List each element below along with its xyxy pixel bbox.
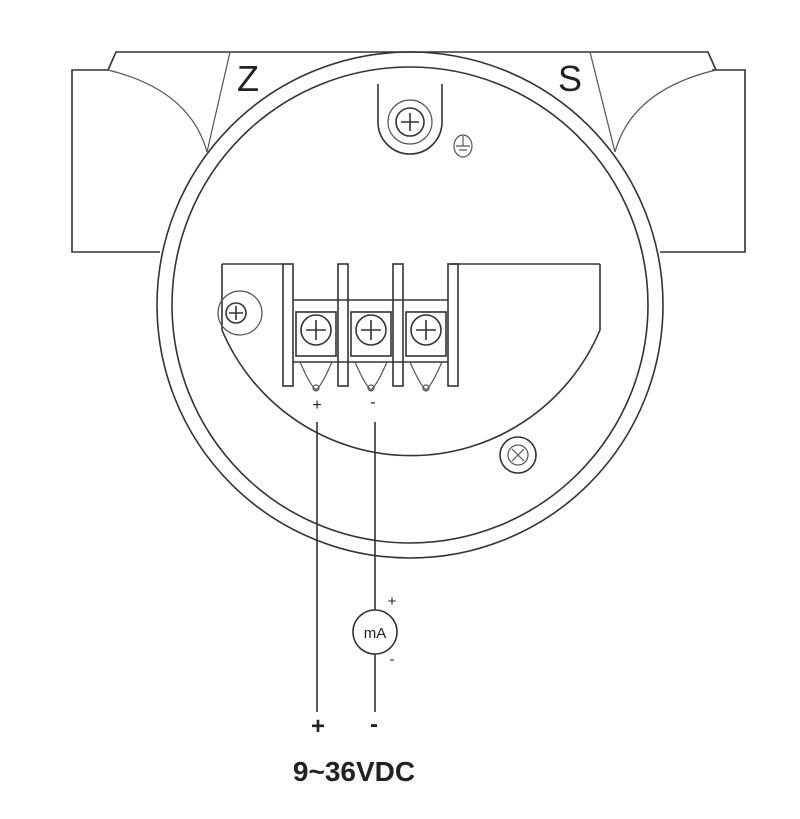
housing-body [71, 51, 746, 253]
ground-screw [377, 84, 443, 155]
terminal-screw-2 [350, 311, 392, 392]
label-z: Z [237, 58, 259, 99]
terminal-minus-label: - [370, 394, 375, 411]
milliammeter: mA + - [352, 593, 398, 668]
terminal-screw-1 [295, 311, 337, 392]
terminal-screw-3 [405, 311, 447, 392]
terminal-block [222, 263, 600, 392]
ground-symbol-icon [453, 134, 473, 158]
label-s: S [558, 58, 582, 99]
terminal-panel [221, 264, 601, 457]
supply-plus-label: + [311, 713, 325, 740]
supply-minus-label: - [370, 711, 378, 738]
mounting-screw-right [499, 436, 537, 474]
terminal-plus-label: + [312, 397, 321, 414]
meter-label: mA [364, 625, 387, 642]
inner-ring [171, 66, 649, 544]
meter-minus-label: - [390, 651, 395, 668]
mounting-screw-left [217, 290, 263, 336]
supply-voltage-label: 9~36VDC [293, 756, 415, 787]
meter-plus-label: + [388, 593, 397, 610]
outer-ring [156, 51, 664, 559]
